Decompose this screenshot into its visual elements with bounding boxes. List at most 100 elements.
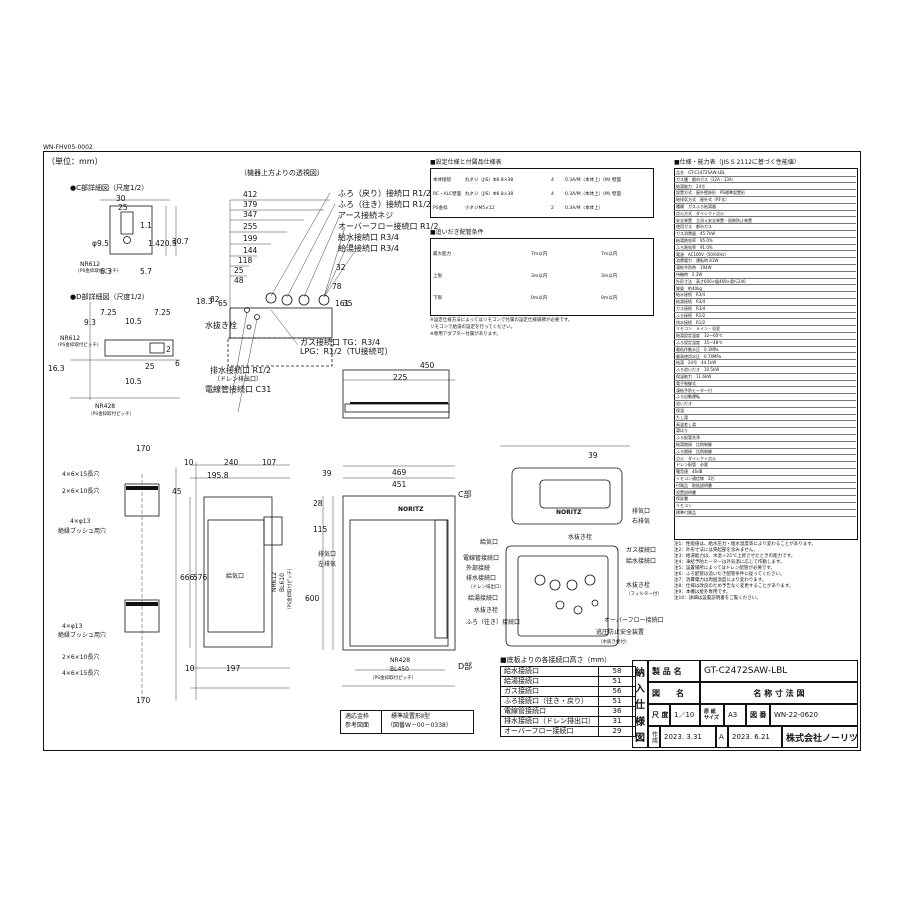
spec-footnote: 注9：本機は屋外専用です。 — [674, 590, 731, 595]
document-id: WN-FHV05-0002 — [43, 144, 93, 151]
mid-t1-r2-c1: RC・ALC壁面 — [433, 192, 462, 197]
paper-value: A3 — [724, 704, 746, 726]
row-name: ふろ接続口（往き・戻り） — [500, 696, 599, 707]
d-dim-8: 10.5 — [125, 377, 142, 386]
company-name: 株式会社ノーリツ — [782, 726, 858, 748]
vertical-char: 様 — [635, 716, 645, 728]
rev-date: 2023. 6.21 — [728, 726, 782, 748]
spec-row-text: たし湯 — [676, 414, 688, 420]
top-dim-32: 32 — [336, 263, 346, 272]
spec-row: ふろ接続 R1/2 — [674, 313, 856, 320]
spec-row-text: ふろ燃焼 比例制御 — [676, 448, 712, 454]
product-label: 製 品 名 — [648, 660, 700, 682]
row-name: 給水接続口 — [500, 666, 599, 677]
table-row: 排水接続口（ドレン排出口）31 — [500, 716, 636, 727]
spec-footnote: 注5：設置場所によってはドレン配管が必要です。 — [674, 566, 775, 571]
top-dim-118: 118 — [238, 256, 253, 265]
callout-bath-supply: ふろ（往き）接続口 R1/2 — [338, 200, 431, 209]
d-nr428: NR428 — [95, 403, 116, 410]
spec-footnote: 注10：詳細は設置説明書をご覧ください。 — [674, 596, 761, 601]
made-date: 2023. 3.31 — [660, 726, 716, 748]
mid-t1-r1-c3: 4 — [551, 178, 554, 183]
bottom-label-gas: ガス接続口 — [626, 547, 657, 554]
spec-row-text: 電子制御式 — [676, 380, 696, 386]
label-slot-top-2: 2×6×10長穴 — [62, 488, 100, 495]
spec-row: 設置方式 屋外壁掛形 PS標準設置形 — [674, 190, 856, 197]
side-dim-576: 576 — [193, 573, 208, 582]
spec-row: 電源 AC100V（50/60Hz） — [674, 252, 856, 259]
drawing-value: 名 称 寸 法 図 — [700, 682, 858, 704]
spec-row: 電子制御式 — [674, 381, 856, 388]
spec-footnote: 注3：給湯能力は、水温＋25℃上昇させたときの能力です。 — [674, 554, 796, 559]
number-value: WN-22-0620 — [770, 704, 858, 726]
label-ps-pitch-side: （PS金枠取付ピッチ） — [288, 565, 293, 612]
row-value: 31 — [598, 716, 636, 727]
bottom-label-bath: ふろ（往き）接続口 — [466, 619, 521, 626]
spec-row-text: 最高使用水圧 0.74MPa — [676, 353, 722, 359]
top-dim-347: 347 — [243, 210, 258, 219]
spec-row: 保温 — [674, 408, 856, 415]
drawing-label: 図 名 — [648, 682, 700, 704]
d-part-label: D部 — [458, 662, 473, 671]
spec-row: 給湯 24号 44.1kW — [674, 360, 856, 367]
vertical-char: 仕 — [635, 700, 645, 712]
mid-t1-r3-c2: 小ネジM5×12 — [465, 206, 495, 211]
spec-row: 種類 ガスふろ給湯器 — [674, 204, 856, 211]
label-ps-pitch-front: （PS金枠取付ピッチ） — [370, 676, 417, 681]
spec-row: 給排気方式 屋外式（RF式） — [674, 197, 856, 204]
side-dim-107: 107 — [262, 458, 277, 467]
d-dim-5: 16.3 — [48, 364, 65, 373]
side-dim-240: 240 — [224, 458, 239, 467]
mid-t1-r2-c3: 4 — [551, 192, 554, 197]
spec-row-text: ガス接続 R3/4 — [676, 306, 706, 311]
label-slot-top-1: 4×6×15長穴 — [62, 471, 100, 478]
label-bl450-front: BL450 — [390, 666, 409, 673]
spec-row-text: リモコン — [676, 503, 692, 509]
spec-row: ドレン配管 必要 — [674, 462, 856, 469]
bottom-label-overflow: オーバーフロー接続口 — [604, 617, 664, 624]
title-vertical-col: 納 入 仕 様 図 — [632, 660, 648, 748]
spec-row-text: 給湯接続 R3/4 — [676, 299, 706, 305]
bottom-label-drain: 排水接続口 — [466, 575, 497, 582]
side-dim-197: 197 — [226, 664, 241, 673]
d-nr428-sub: （PS金枠取付ピッチ） — [88, 412, 135, 417]
spec-row-text: 騒音値 46dB — [676, 469, 703, 475]
spec-row-text: 品名 GT-C2472SAW-LBL — [676, 170, 726, 175]
bottom-label-plug-1: 水抜き栓 — [474, 607, 499, 614]
mid-t2-r2-c1: 上限 — [433, 274, 442, 279]
spec-row: 待機時 2.3W — [674, 272, 856, 279]
mid-table2: 最大能力 7m以内 7m以内 上限 3m以内 3m以内 下限 0m以内 0m以内 — [430, 238, 654, 316]
spec-row-text: 点火方式 ダイレクト点火 — [676, 210, 724, 216]
row-value: 29 — [598, 726, 636, 737]
mid-t2-r2-c2: 3m以内 — [531, 274, 548, 279]
bottom-label-drain-sub: （ドレン排出口） — [468, 585, 504, 590]
front-dim-600: 600 — [305, 594, 320, 603]
spec-row-text: 標準付属品 — [676, 510, 696, 515]
top-dim-161: 161 — [335, 299, 350, 308]
spec-row-text: ふろ接続 R1/2 — [676, 312, 706, 318]
spec-row: 給湯能力 24号 — [674, 184, 856, 191]
label-bush-bottom: 絶縁ブッシュ用穴 — [58, 632, 107, 639]
table-row: ふろ接続口（往き・戻り）51 — [500, 696, 636, 707]
spec-footnote: 注4：凍結予防ヒーターは外気温に応じて作動します。 — [674, 560, 785, 565]
spec-row: ふろ熱効率 91.0% — [674, 245, 856, 252]
mid-t1-r3-c3: 2 — [551, 206, 554, 211]
bottom-label-water: 給水接続口 — [626, 558, 657, 565]
spec-row: 使用ガス 都市ガス — [674, 224, 856, 231]
c-detail-title: ●C部詳細図（尺度1/2） — [70, 184, 149, 192]
scale-value: 1／10 — [670, 704, 700, 726]
spec-row: 保温能力 11.6kW — [674, 374, 856, 381]
spec-row: 給湯設定温度 32〜60℃ — [674, 333, 856, 340]
vertical-char: 入 — [635, 684, 645, 696]
callout-drain-sub: （ドレン排出口） — [214, 376, 263, 383]
spec-row-text: 使用ガス 都市ガス — [676, 224, 712, 230]
front-dim-115: 115 — [313, 525, 328, 534]
mid-table1-title: ■設定仕様と付属品仕様表 — [430, 159, 502, 166]
spec-row: リモコン通信線 2芯 — [674, 476, 856, 483]
spec-row: ふろ追いだき 10.5kW — [674, 367, 856, 374]
callout-hotwater: 給湯接続口 R3/4 — [338, 244, 399, 253]
c-pitch: NR612 — [80, 261, 101, 268]
side-dim-195: 195.8 — [207, 471, 229, 480]
label-hole-top: 4×φ13 — [70, 518, 91, 525]
